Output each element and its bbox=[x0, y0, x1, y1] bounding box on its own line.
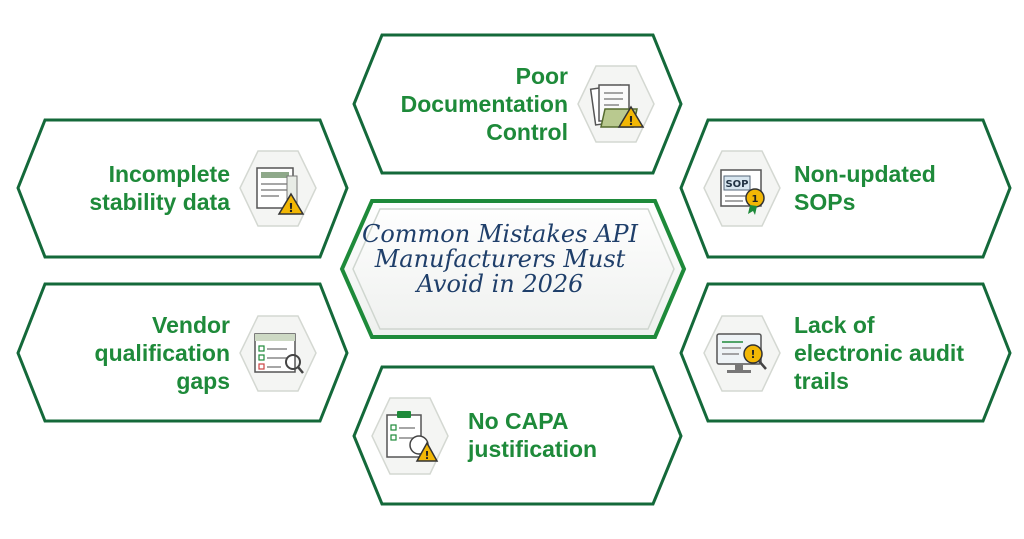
hex-bottom bbox=[352, 365, 683, 506]
vendor-checklist-icon bbox=[247, 322, 309, 384]
documents-folder-warning-icon: ! bbox=[585, 73, 647, 135]
label-bottom: No CAPA justification bbox=[468, 408, 598, 462]
svg-text:!: ! bbox=[288, 201, 293, 215]
clipboard-checklist-warning-icon: ! bbox=[379, 405, 441, 467]
label-top: Poor Documentation Control bbox=[400, 63, 568, 145]
svg-text:!: ! bbox=[750, 348, 755, 361]
svg-text:1: 1 bbox=[752, 194, 759, 205]
label-upper-left: Incomplete stability data bbox=[89, 161, 230, 215]
svg-text:SOP: SOP bbox=[725, 179, 748, 190]
svg-text:!: ! bbox=[628, 114, 633, 128]
monitor-audit-warning-icon: ! bbox=[711, 322, 773, 384]
label-lower-right: Lack of electronic audit trails bbox=[794, 312, 964, 394]
label-upper-right: Non-updated SOPs bbox=[794, 161, 936, 215]
sop-document-badge-icon: SOP 1 bbox=[711, 158, 773, 220]
svg-text:!: ! bbox=[424, 449, 429, 462]
diagram-title: Common Mistakes API Manufacturers Must A… bbox=[361, 220, 639, 298]
hex-center bbox=[339, 199, 687, 339]
label-lower-left: Vendor qualification gaps bbox=[94, 312, 230, 394]
data-report-warning-icon: ! bbox=[247, 158, 309, 220]
